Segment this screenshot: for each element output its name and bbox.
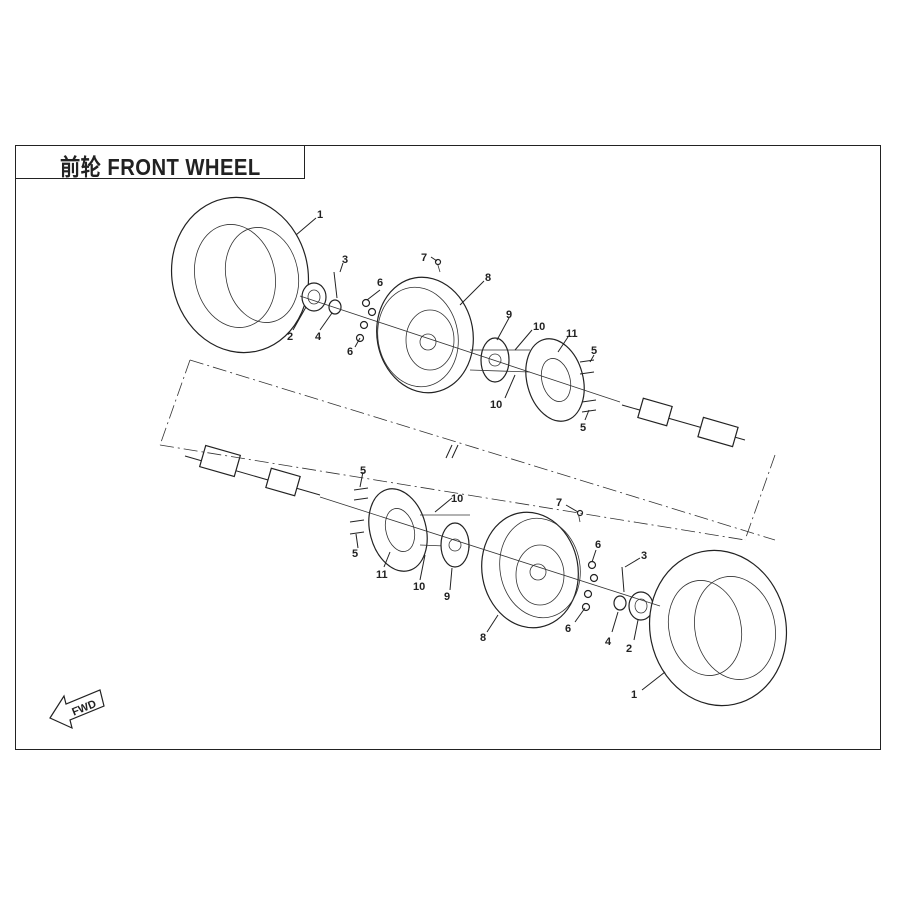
callout-hub-upper: 9 xyxy=(506,309,512,321)
callout-bolt-upper-a: 5 xyxy=(591,345,597,357)
brake-disc-upper xyxy=(525,338,585,422)
callout-bolt-lower-b: 5 xyxy=(352,548,358,560)
diagram-frame xyxy=(15,145,881,750)
callout-lug-nut-lower-a: 6 xyxy=(595,539,601,551)
callout-valve-upper: 7 xyxy=(421,252,427,264)
callout-castle-nut-upper: 4 xyxy=(315,331,322,343)
callout-valve-lower: 7 xyxy=(556,497,562,509)
callout-brake-disc-upper: 11 xyxy=(566,328,578,340)
drive-shaft-upper xyxy=(621,397,746,448)
callout-rim-lower: 8 xyxy=(480,632,486,644)
callout-castle-nut-lower: 4 xyxy=(605,636,612,648)
lug-nuts-upper xyxy=(355,298,377,343)
wheel-hub-lower xyxy=(440,522,470,568)
callout-cotter-pin-upper: 3 xyxy=(342,254,348,266)
callout-lug-nut-upper-b: 6 xyxy=(347,346,353,358)
title-box xyxy=(15,145,305,179)
callout-stud-lower-a: 10 xyxy=(451,493,463,505)
callout-stud-upper-b: 10 xyxy=(490,399,502,411)
castle-nut-upper xyxy=(328,271,342,315)
callout-bolt-upper-b: 5 xyxy=(580,422,586,434)
callout-tire-upper: 1 xyxy=(317,209,323,221)
callout-cotter-pin-lower: 3 xyxy=(641,550,647,562)
callout-lug-nut-lower-b: 6 xyxy=(565,623,571,635)
callout-rim-upper: 8 xyxy=(485,272,491,284)
callout-stud-upper-a: 10 xyxy=(533,321,545,333)
callout-brake-disc-lower: 11 xyxy=(376,569,388,581)
tire-upper xyxy=(170,196,310,354)
callout-lug-nut-upper-a: 6 xyxy=(377,277,383,289)
callout-hub-cap-lower: 2 xyxy=(626,643,632,655)
tire-lower xyxy=(648,549,788,707)
brake-disc-lower xyxy=(368,488,428,572)
rim-lower xyxy=(481,509,584,629)
bolts-upper xyxy=(579,359,597,413)
page-title: 前轮 FRONT WHEEL xyxy=(60,154,261,180)
callout-hub-lower: 9 xyxy=(444,591,450,603)
drive-shaft-lower xyxy=(184,444,321,497)
callouts: 1 3 2 4 6 6 7 8 9 10 10 11 5 5 5 5 xyxy=(287,209,666,701)
castle-nut-lower xyxy=(613,566,627,611)
rim-upper xyxy=(376,258,474,394)
wheel-hub-upper xyxy=(480,337,510,383)
callout-bolt-lower-a: 5 xyxy=(360,465,366,477)
studs-upper xyxy=(469,349,531,373)
callout-hub-cap-upper: 2 xyxy=(287,331,293,343)
callout-tire-lower: 1 xyxy=(631,689,637,701)
fwd-arrow-icon: FWD xyxy=(49,689,105,730)
callout-stud-lower-b: 10 xyxy=(413,581,425,593)
lug-nuts-lower xyxy=(581,560,599,612)
bolts-lower xyxy=(349,487,369,535)
axle-connector-dashed xyxy=(159,359,776,541)
